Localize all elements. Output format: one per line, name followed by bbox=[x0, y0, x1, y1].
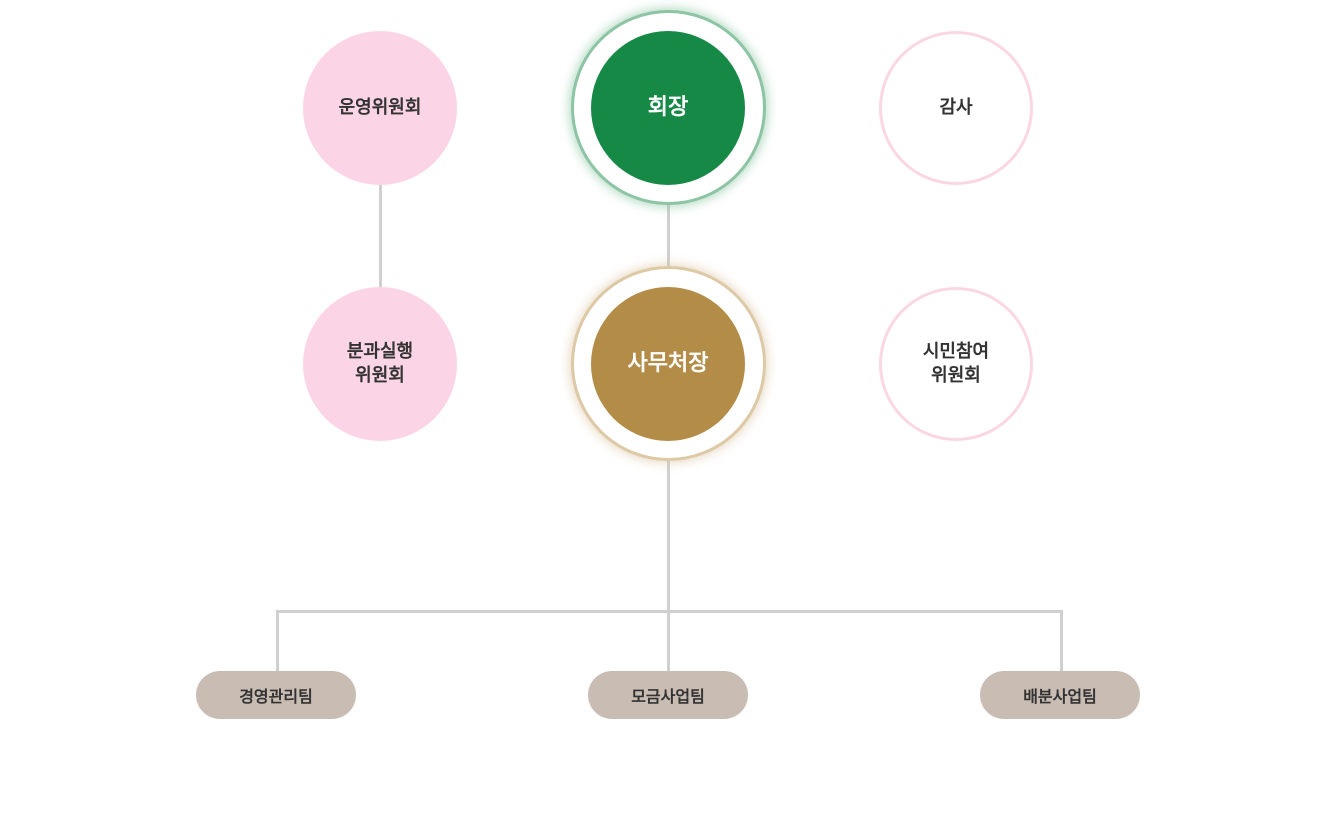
connector-secretary-down bbox=[667, 461, 670, 612]
operating-committee-label: 운영위원회 bbox=[338, 97, 422, 118]
president-node: 회장 bbox=[591, 31, 745, 185]
team-management-label: 경영관리팀 bbox=[239, 687, 313, 706]
connector-president-to-secretary bbox=[667, 204, 670, 267]
operating-committee-node: 운영위원회 bbox=[303, 31, 457, 185]
connector-to-team-1 bbox=[276, 610, 279, 672]
auditor-node: 감사 bbox=[879, 31, 1033, 185]
president-label: 회장 bbox=[647, 95, 689, 120]
secretary-general-label: 사무처장 bbox=[627, 351, 709, 376]
team-distribution: 배분사업팀 bbox=[980, 671, 1140, 719]
team-management: 경영관리팀 bbox=[196, 671, 356, 719]
team-distribution-label: 배분사업팀 bbox=[1023, 687, 1097, 706]
division-committee-node: 분과실행 위원회 bbox=[303, 287, 457, 441]
citizen-committee-label: 시민참여 위원회 bbox=[922, 341, 990, 386]
division-committee-label: 분과실행 위원회 bbox=[346, 341, 414, 386]
connector-to-team-3 bbox=[1060, 610, 1063, 672]
citizen-committee-node: 시민참여 위원회 bbox=[879, 287, 1033, 441]
secretary-general-node: 사무처장 bbox=[591, 287, 745, 441]
auditor-label: 감사 bbox=[939, 97, 973, 118]
team-fundraising: 모금사업팀 bbox=[588, 671, 748, 719]
connector-operating-to-division bbox=[379, 184, 382, 288]
team-fundraising-label: 모금사업팀 bbox=[631, 687, 705, 706]
connector-to-team-2 bbox=[667, 610, 670, 672]
